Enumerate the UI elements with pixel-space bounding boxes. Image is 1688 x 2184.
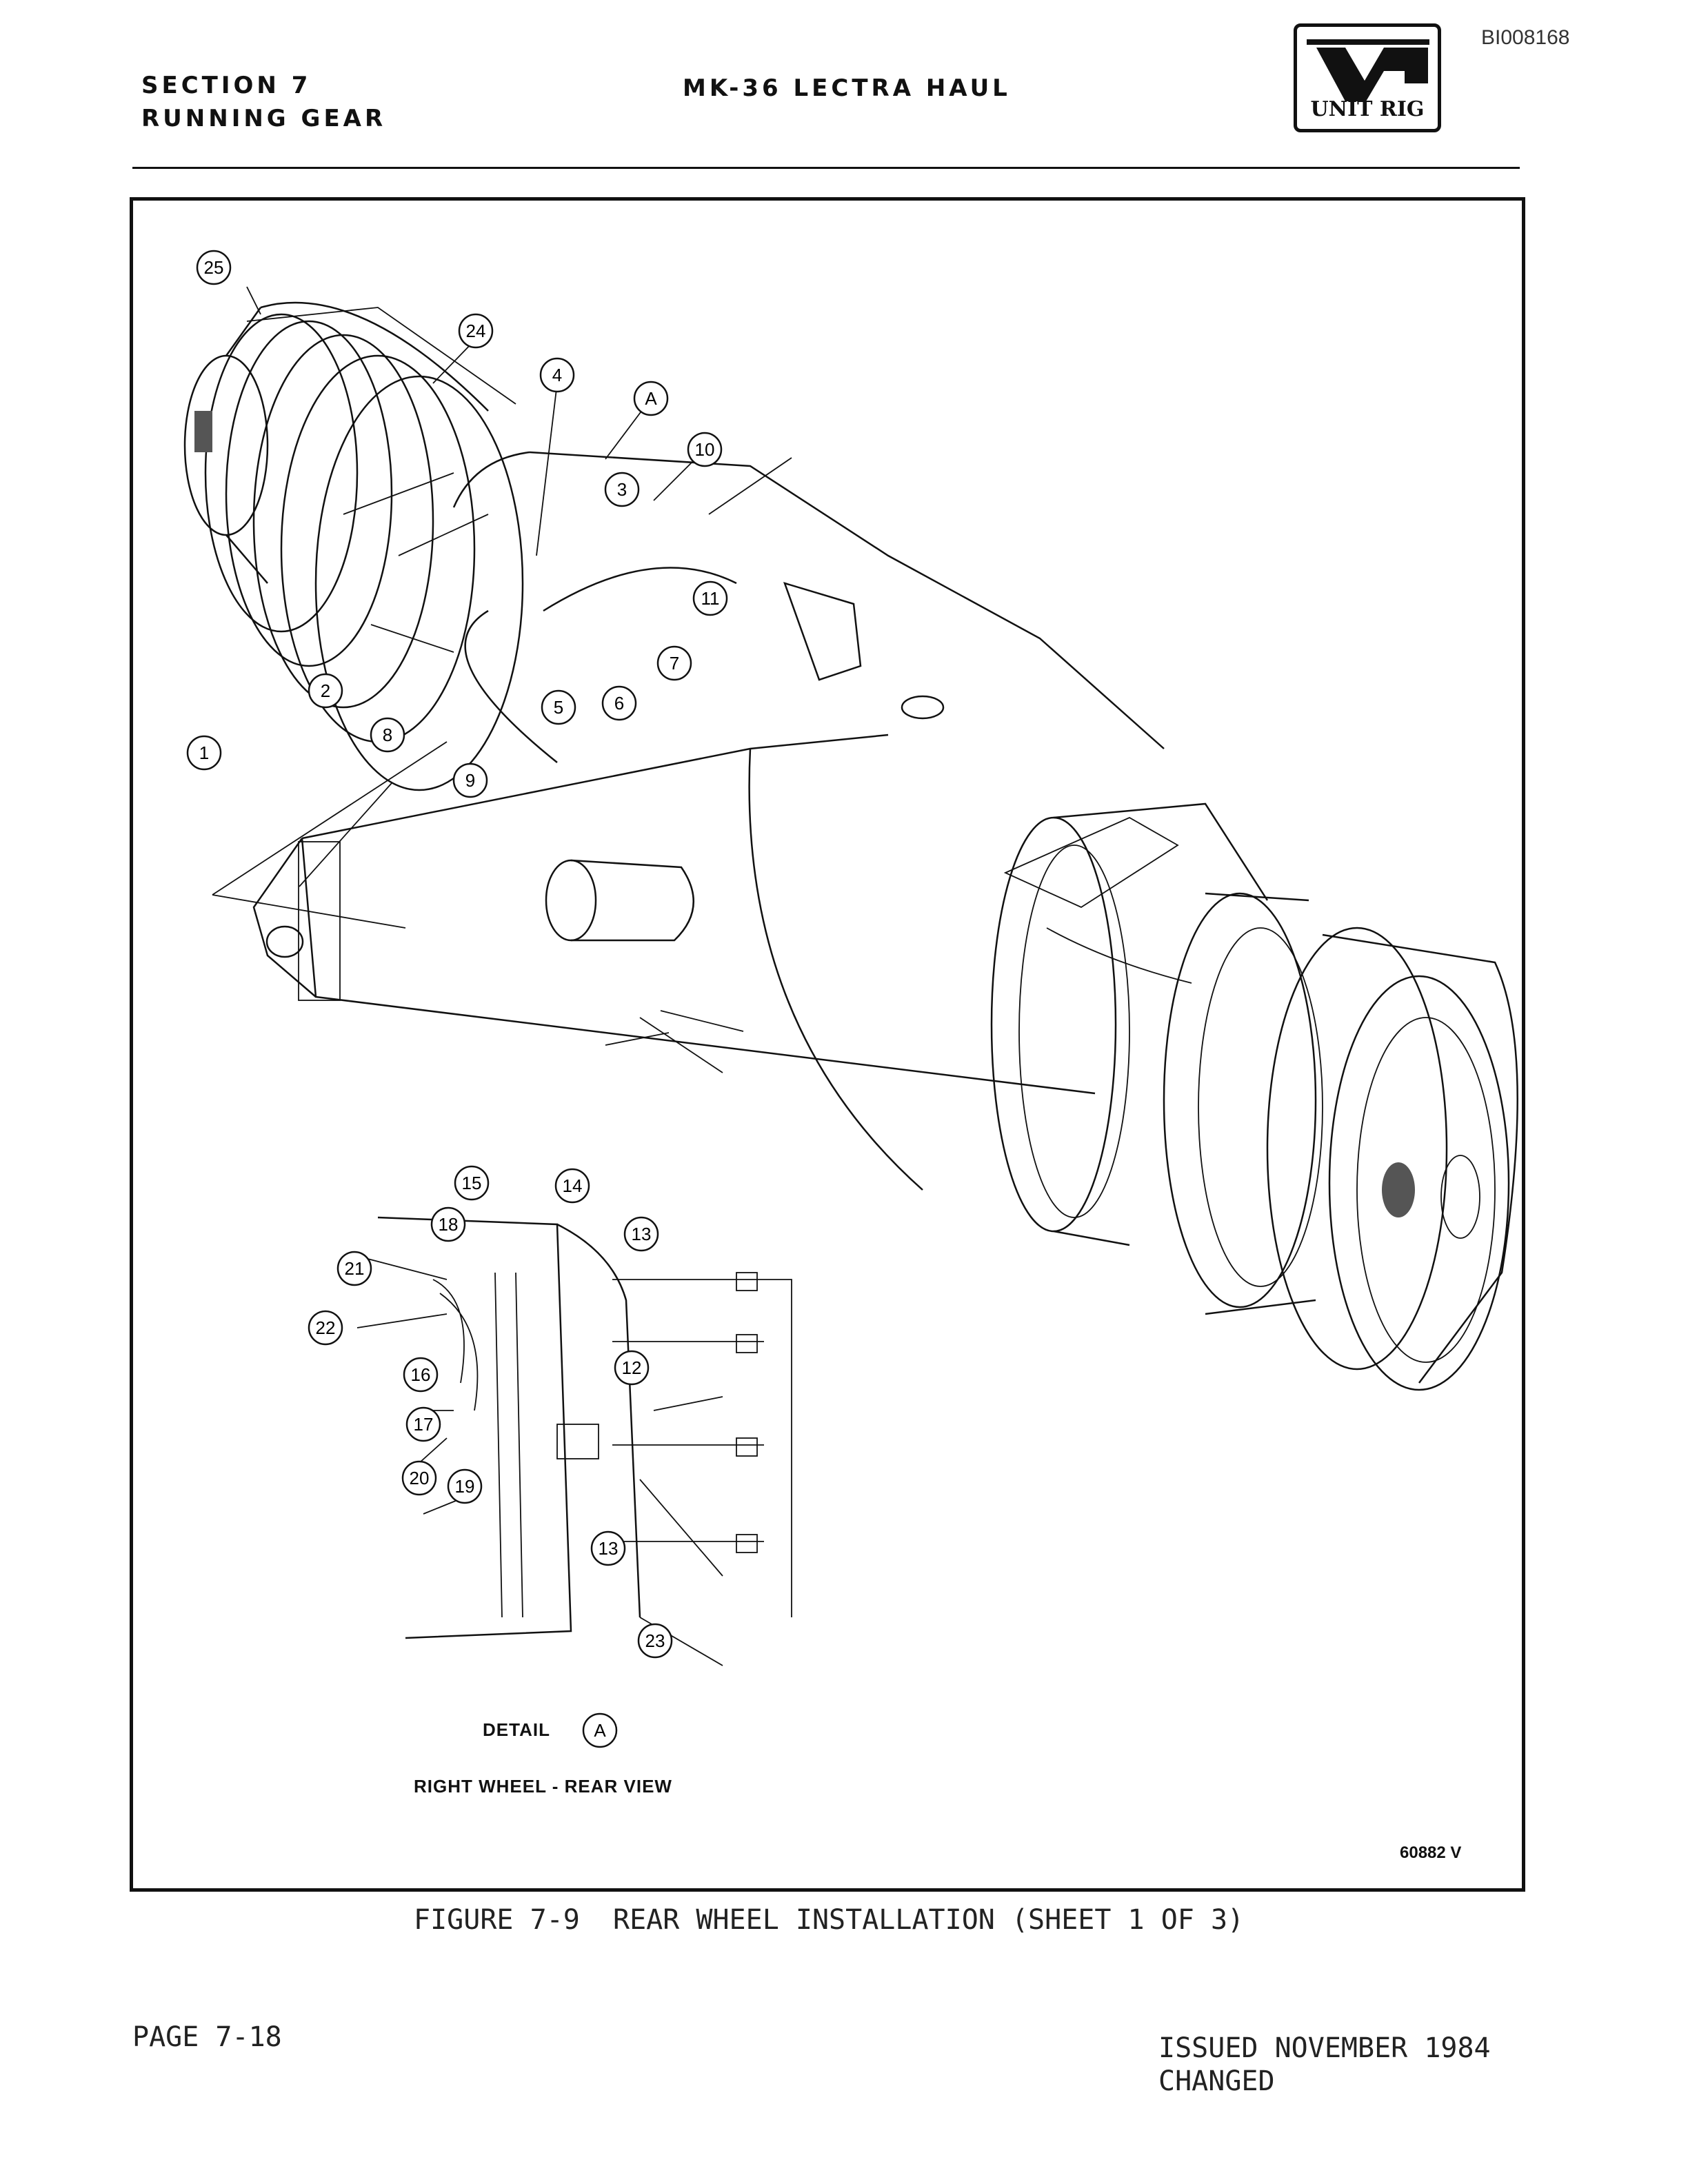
svg-text:20: 20 <box>410 1468 430 1488</box>
svg-text:22: 22 <box>316 1317 336 1338</box>
svg-text:19: 19 <box>455 1476 475 1497</box>
callout-22: 22 <box>308 1310 343 1346</box>
callout-10: 10 <box>687 432 723 467</box>
callout-a: A <box>633 381 669 416</box>
callout-25: 25 <box>196 250 232 285</box>
callout-6: 6 <box>601 685 637 721</box>
figure-frame <box>130 197 1525 1892</box>
svg-text:16: 16 <box>411 1364 431 1385</box>
svg-text:8: 8 <box>383 725 392 745</box>
svg-text:15: 15 <box>462 1173 482 1193</box>
detail-a-inset <box>377 1216 792 1639</box>
unit-rig-logo: UNIT RIG <box>1294 23 1441 132</box>
logo-mark-icon <box>1307 39 1429 101</box>
svg-text:12: 12 <box>622 1357 642 1378</box>
callout-3: 3 <box>604 472 640 507</box>
callout-5: 5 <box>541 689 576 725</box>
svg-text:4: 4 <box>552 365 562 385</box>
subsection-title: RUNNING GEAR <box>141 105 387 132</box>
section-title: SECTION 7 <box>141 72 312 99</box>
svg-text:10: 10 <box>695 439 715 460</box>
svg-text:21: 21 <box>345 1258 365 1279</box>
callout-15: 15 <box>454 1165 490 1201</box>
detail-ref-badge: A <box>582 1712 618 1748</box>
svg-text:1: 1 <box>199 742 209 763</box>
right-wheel-motor <box>990 802 1518 1391</box>
svg-text:9: 9 <box>465 770 475 791</box>
callout-8: 8 <box>370 717 405 753</box>
page-number: PAGE 7-18 <box>132 2021 282 2053</box>
detail-label: DETAIL <box>483 1719 550 1740</box>
svg-text:A: A <box>645 388 657 409</box>
callout-16: 16 <box>403 1357 439 1393</box>
left-wheel-motor <box>183 301 524 791</box>
logo-text: UNIT RIG <box>1310 97 1425 121</box>
callout-12: 12 <box>614 1350 650 1386</box>
callout-21: 21 <box>336 1251 372 1286</box>
callout-13b: 13 <box>590 1530 626 1566</box>
svg-text:5: 5 <box>554 697 563 718</box>
callout-9: 9 <box>452 762 488 798</box>
svg-text:11: 11 <box>701 588 720 609</box>
svg-text:17: 17 <box>414 1414 434 1435</box>
callout-23: 23 <box>637 1623 673 1659</box>
svg-text:3: 3 <box>617 479 627 500</box>
callout-24: 24 <box>458 313 494 349</box>
svg-text:6: 6 <box>614 693 624 714</box>
svg-text:13: 13 <box>599 1538 619 1559</box>
callout-14: 14 <box>554 1168 590 1204</box>
callout-20: 20 <box>401 1460 437 1496</box>
svg-text:13: 13 <box>632 1224 652 1244</box>
callout-1: 1 <box>186 735 222 771</box>
callout-17: 17 <box>405 1406 441 1442</box>
product-title: MK-36 LECTRA HAUL <box>683 74 1011 102</box>
svg-text:7: 7 <box>670 653 679 674</box>
callout-18: 18 <box>430 1206 466 1242</box>
document-id: BI008168 <box>1481 26 1570 49</box>
header-rule <box>132 167 1520 169</box>
svg-text:23: 23 <box>645 1630 665 1651</box>
callout-2: 2 <box>308 673 343 709</box>
svg-text:24: 24 <box>466 321 486 341</box>
callout-4: 4 <box>539 357 575 393</box>
callout-7: 7 <box>656 645 692 681</box>
changed-label: CHANGED <box>1158 2065 1275 2097</box>
callout-13: 13 <box>623 1216 659 1252</box>
issued-date: ISSUED NOVEMBER 1984 <box>1158 2032 1491 2064</box>
figure-caption: FIGURE 7-9 REAR WHEEL INSTALLATION (SHEE… <box>414 1904 1245 1936</box>
view-label: RIGHT WHEEL - REAR VIEW <box>414 1776 672 1797</box>
svg-text:2: 2 <box>321 680 330 701</box>
drawing-number: 60882 V <box>1400 1843 1462 1862</box>
svg-text:18: 18 <box>439 1214 459 1235</box>
svg-text:25: 25 <box>204 257 224 278</box>
axle-housing <box>252 451 1165 1191</box>
svg-text:14: 14 <box>563 1175 583 1196</box>
callout-11: 11 <box>692 580 728 616</box>
svg-text:A: A <box>594 1720 606 1741</box>
callout-19: 19 <box>447 1468 483 1504</box>
rear-wheel-drawing <box>183 286 1518 1666</box>
